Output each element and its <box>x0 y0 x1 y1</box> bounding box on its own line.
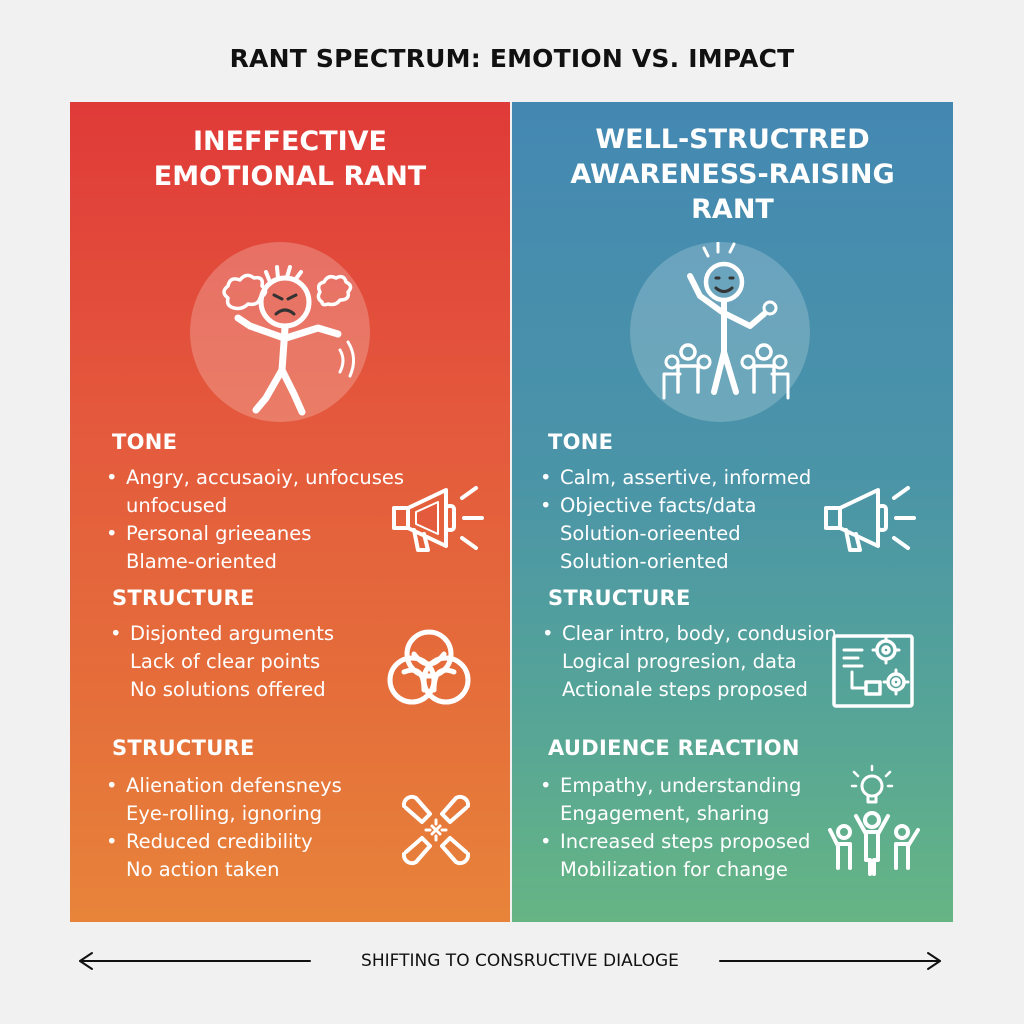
cheering-crowd-lightbulb-icon <box>828 764 920 876</box>
left-tone-list: Angry, accusaoiy, unfocuses unfocused Pe… <box>106 464 404 576</box>
double-arrow-icon <box>79 952 941 970</box>
list-item: Disjonted arguments <box>110 620 334 648</box>
list-item: Blame-oriented <box>126 550 277 573</box>
left-structure-list: Disjonted arguments Lack of clear points… <box>110 620 334 704</box>
left-heading-line: INEFFECTIVE <box>192 126 388 157</box>
left-panel-heading: INEFFECTIVE EMOTIONAL RANT <box>70 124 510 194</box>
list-item: Calm, assertive, informed <box>540 464 811 492</box>
list-item: Clear intro, body, condusion <box>542 620 837 648</box>
footer-label: SHIFTING TO CONSRUCTIVE DIALOGE <box>361 951 679 971</box>
list-item: Engagement, sharing <box>560 802 770 825</box>
list-item: No solutions offered <box>130 678 326 701</box>
list-item: Solution-orieented <box>560 522 741 545</box>
list-item: Personal grieeanes <box>106 520 404 548</box>
right-structure-heading: STRUCTURE <box>548 586 691 610</box>
right-heading-line: WELL-STRUCTRED <box>595 124 870 155</box>
left-tone-heading: TONE <box>112 430 178 454</box>
right-heading-line: RANT <box>691 194 774 225</box>
broken-link-icon <box>401 794 471 866</box>
list-item: No action taken <box>126 858 280 881</box>
list-item: Eye-rolling, ignoring <box>126 802 323 825</box>
speaker-crowd-icon <box>630 242 810 422</box>
right-reaction-heading: AUDIENCE REACTION <box>548 736 800 760</box>
list-item: Actionale steps proposed <box>562 678 808 701</box>
list-item: Reduced credibility <box>106 828 342 856</box>
megaphone-icon <box>824 486 916 552</box>
list-item: Logical progresion, data <box>562 650 797 673</box>
list-item: Alienation defensneys <box>106 772 342 800</box>
right-tone-heading: TONE <box>548 430 614 454</box>
well-structured-rant-panel: WELL-STRUCTRED AWARENESS-RAISING RANT <box>512 102 953 922</box>
right-tone-list: Calm, assertive, informed Objective fact… <box>540 464 811 576</box>
list-item: Angry, accusaoiy, unfocuses <box>106 464 404 492</box>
angry-person-icon <box>190 242 370 422</box>
list-item: Empathy, understanding <box>540 772 810 800</box>
left-reaction-heading: STRUCTURE <box>112 736 255 760</box>
list-item: Lack of clear points <box>130 650 321 673</box>
left-heading-line: EMOTIONAL RANT <box>153 161 427 192</box>
list-item: unfocused <box>126 494 228 517</box>
flowchart-gears-icon <box>832 634 914 708</box>
footer-arrow-bar: SHIFTING TO CONSRUCTIVE DIALOGE <box>0 946 1024 976</box>
right-panel-heading: WELL-STRUCTRED AWARENESS-RAISING RANT <box>512 122 953 227</box>
page-title: RANT SPECTRUM: EMOTION VS. IMPACT <box>229 44 795 73</box>
ineffective-rant-panel: INEFFECTIVE EMOTIONAL RANT <box>70 102 510 922</box>
tangled-knot-icon <box>387 629 471 705</box>
list-item: Solution-oriented <box>560 550 729 573</box>
right-reaction-list: Empathy, understanding Engagement, shari… <box>540 772 810 884</box>
left-structure-heading: STRUCTURE <box>112 586 255 610</box>
left-reaction-list: Alienation defensneys Eye-rolling, ignor… <box>106 772 342 884</box>
list-item: Mobilization for change <box>560 858 788 881</box>
list-item: Increased steps proposed <box>540 828 810 856</box>
list-item: Objective facts/data <box>540 492 811 520</box>
right-heading-line: AWARENESS-RAISING <box>570 159 895 190</box>
right-structure-list: Clear intro, body, condusion Logical pro… <box>542 620 837 704</box>
megaphone-icon <box>392 486 484 552</box>
